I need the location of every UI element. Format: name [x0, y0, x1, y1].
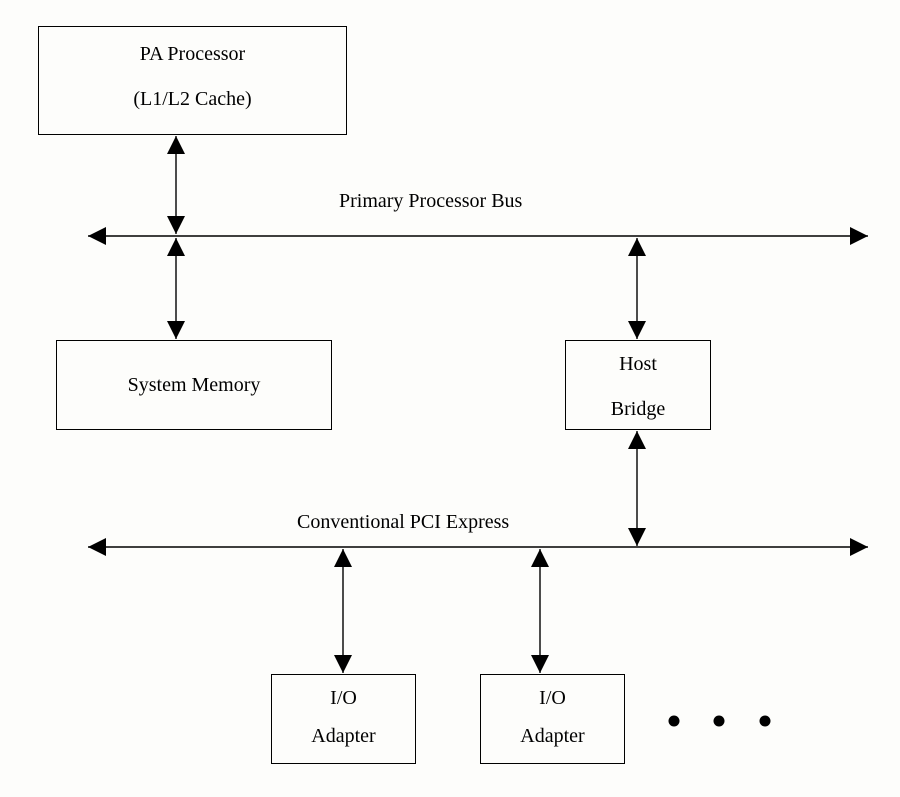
processor-box: PA Processor (L1/L2 Cache) [38, 26, 347, 135]
host-bridge-label-line1: Host [619, 353, 657, 375]
io-adapter-box: I/O Adapter [480, 674, 625, 764]
io-adapter-label-line2: Adapter [311, 725, 376, 747]
ellipsis-dot [668, 715, 680, 727]
system-memory-box: System Memory [56, 340, 332, 430]
io-adapter-label-line1: I/O [539, 687, 566, 709]
processor-label: PA Processor [139, 43, 246, 65]
system-memory-label: System Memory [127, 374, 261, 396]
io-adapter-label-line2: Adapter [520, 725, 585, 747]
io-adapter-box: I/O Adapter [271, 674, 416, 764]
processor-cache-label: (L1/L2 Cache) [133, 88, 252, 110]
more-adapters-ellipsis-icon [668, 715, 771, 727]
host-bridge-label-line2: Bridge [610, 398, 666, 420]
ellipsis-dot [759, 715, 771, 727]
host-bridge-box: Host Bridge [565, 340, 711, 430]
ellipsis-dot [713, 715, 725, 727]
io-adapter-label-line1: I/O [330, 687, 357, 709]
primary-bus-label: Primary Processor Bus [339, 190, 523, 212]
pci-bus-label: Conventional PCI Express [297, 511, 510, 533]
